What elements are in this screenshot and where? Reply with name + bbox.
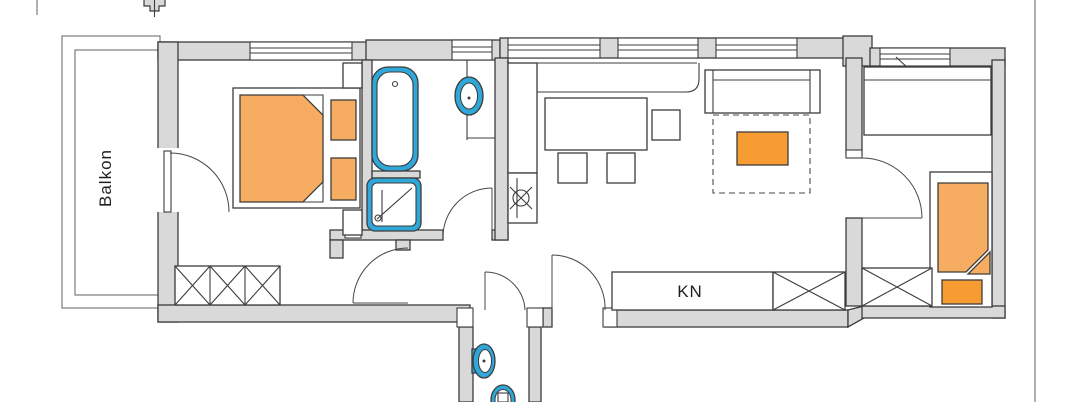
pillow bbox=[941, 279, 983, 305]
wall-living-rightroom-upper bbox=[845, 57, 863, 156]
door-swing-icon bbox=[861, 157, 923, 219]
entrance-door bbox=[551, 254, 606, 311]
north-indicator-icon bbox=[143, 0, 166, 17]
bathroom-fixtures bbox=[366, 60, 495, 232]
living-furniture bbox=[704, 69, 821, 194]
door-swing-icon bbox=[551, 254, 606, 311]
annotations: Balkon KN bbox=[36, 0, 1036, 402]
kitchen-zone-boundary bbox=[537, 62, 700, 93]
wall-bottom-right-room bbox=[861, 305, 1006, 319]
wc-basin-icon bbox=[471, 343, 496, 379]
wall-stub-bedroom bbox=[329, 239, 344, 259]
rug-outline bbox=[712, 114, 811, 194]
pillow bbox=[330, 99, 357, 141]
toilet-icon bbox=[490, 384, 516, 402]
kitchen-counter bbox=[507, 62, 538, 174]
sofa-icon bbox=[704, 69, 821, 114]
balcony-label: Balkon bbox=[96, 149, 115, 207]
bedroom-door bbox=[352, 247, 409, 304]
wc-fixtures bbox=[471, 343, 516, 402]
right-room-furniture bbox=[861, 66, 993, 308]
pillow bbox=[330, 157, 357, 201]
wc-door bbox=[484, 271, 526, 311]
door-swing-icon bbox=[442, 187, 493, 238]
wardrobe-x-icon bbox=[772, 271, 846, 311]
wall-living-rightroom-lower bbox=[845, 217, 863, 307]
wall-tub-shower-divider bbox=[371, 170, 421, 179]
wall-bottom-kn bbox=[604, 309, 849, 328]
chair bbox=[651, 109, 681, 141]
bathtub-icon bbox=[371, 66, 419, 172]
window-icon bbox=[715, 37, 798, 59]
balcony-door bbox=[157, 148, 230, 213]
window-icon bbox=[879, 47, 951, 67]
dining-table-icon bbox=[544, 97, 648, 151]
double-bed-icon bbox=[232, 87, 361, 209]
single-bed-icon bbox=[929, 171, 993, 308]
kitchen-niche-label: KN bbox=[677, 282, 703, 301]
wall-bottom-left bbox=[157, 304, 471, 323]
right-room-door bbox=[861, 157, 923, 219]
chair bbox=[606, 152, 636, 184]
wall-stub-bedroom-door bbox=[395, 239, 411, 251]
wardrobe-x-icon bbox=[174, 265, 281, 306]
nightstand bbox=[342, 62, 363, 89]
door-swing-icon bbox=[484, 271, 526, 311]
nightstand bbox=[342, 209, 363, 236]
wall-bathroom-living bbox=[494, 57, 509, 241]
washbasin-icon bbox=[454, 76, 484, 116]
kitchen-sink-icon bbox=[507, 172, 538, 224]
wall-wc-left bbox=[458, 326, 474, 402]
door-swing-icon bbox=[352, 247, 409, 304]
sideboard bbox=[863, 66, 992, 136]
coffee-table bbox=[736, 131, 789, 166]
wall-right-outer bbox=[991, 59, 1006, 319]
wall-stub-entrance bbox=[542, 307, 553, 328]
window-icon bbox=[451, 39, 493, 61]
shower-icon bbox=[366, 177, 422, 232]
kitchen-niche-counter bbox=[611, 271, 846, 311]
door-swing-icon bbox=[169, 152, 230, 213]
chair bbox=[557, 152, 588, 184]
window-icon bbox=[617, 37, 699, 59]
bathroom-door bbox=[442, 187, 493, 238]
window-icon bbox=[249, 41, 353, 61]
bedroom-furniture bbox=[174, 62, 363, 306]
doors bbox=[157, 148, 923, 311]
kitchen-dining bbox=[507, 62, 846, 311]
windows bbox=[249, 37, 951, 74]
window-icon bbox=[507, 37, 601, 59]
wardrobe-x-icon bbox=[861, 267, 933, 307]
wall-wc-right bbox=[528, 326, 542, 402]
window-reveal-mark bbox=[895, 56, 909, 69]
